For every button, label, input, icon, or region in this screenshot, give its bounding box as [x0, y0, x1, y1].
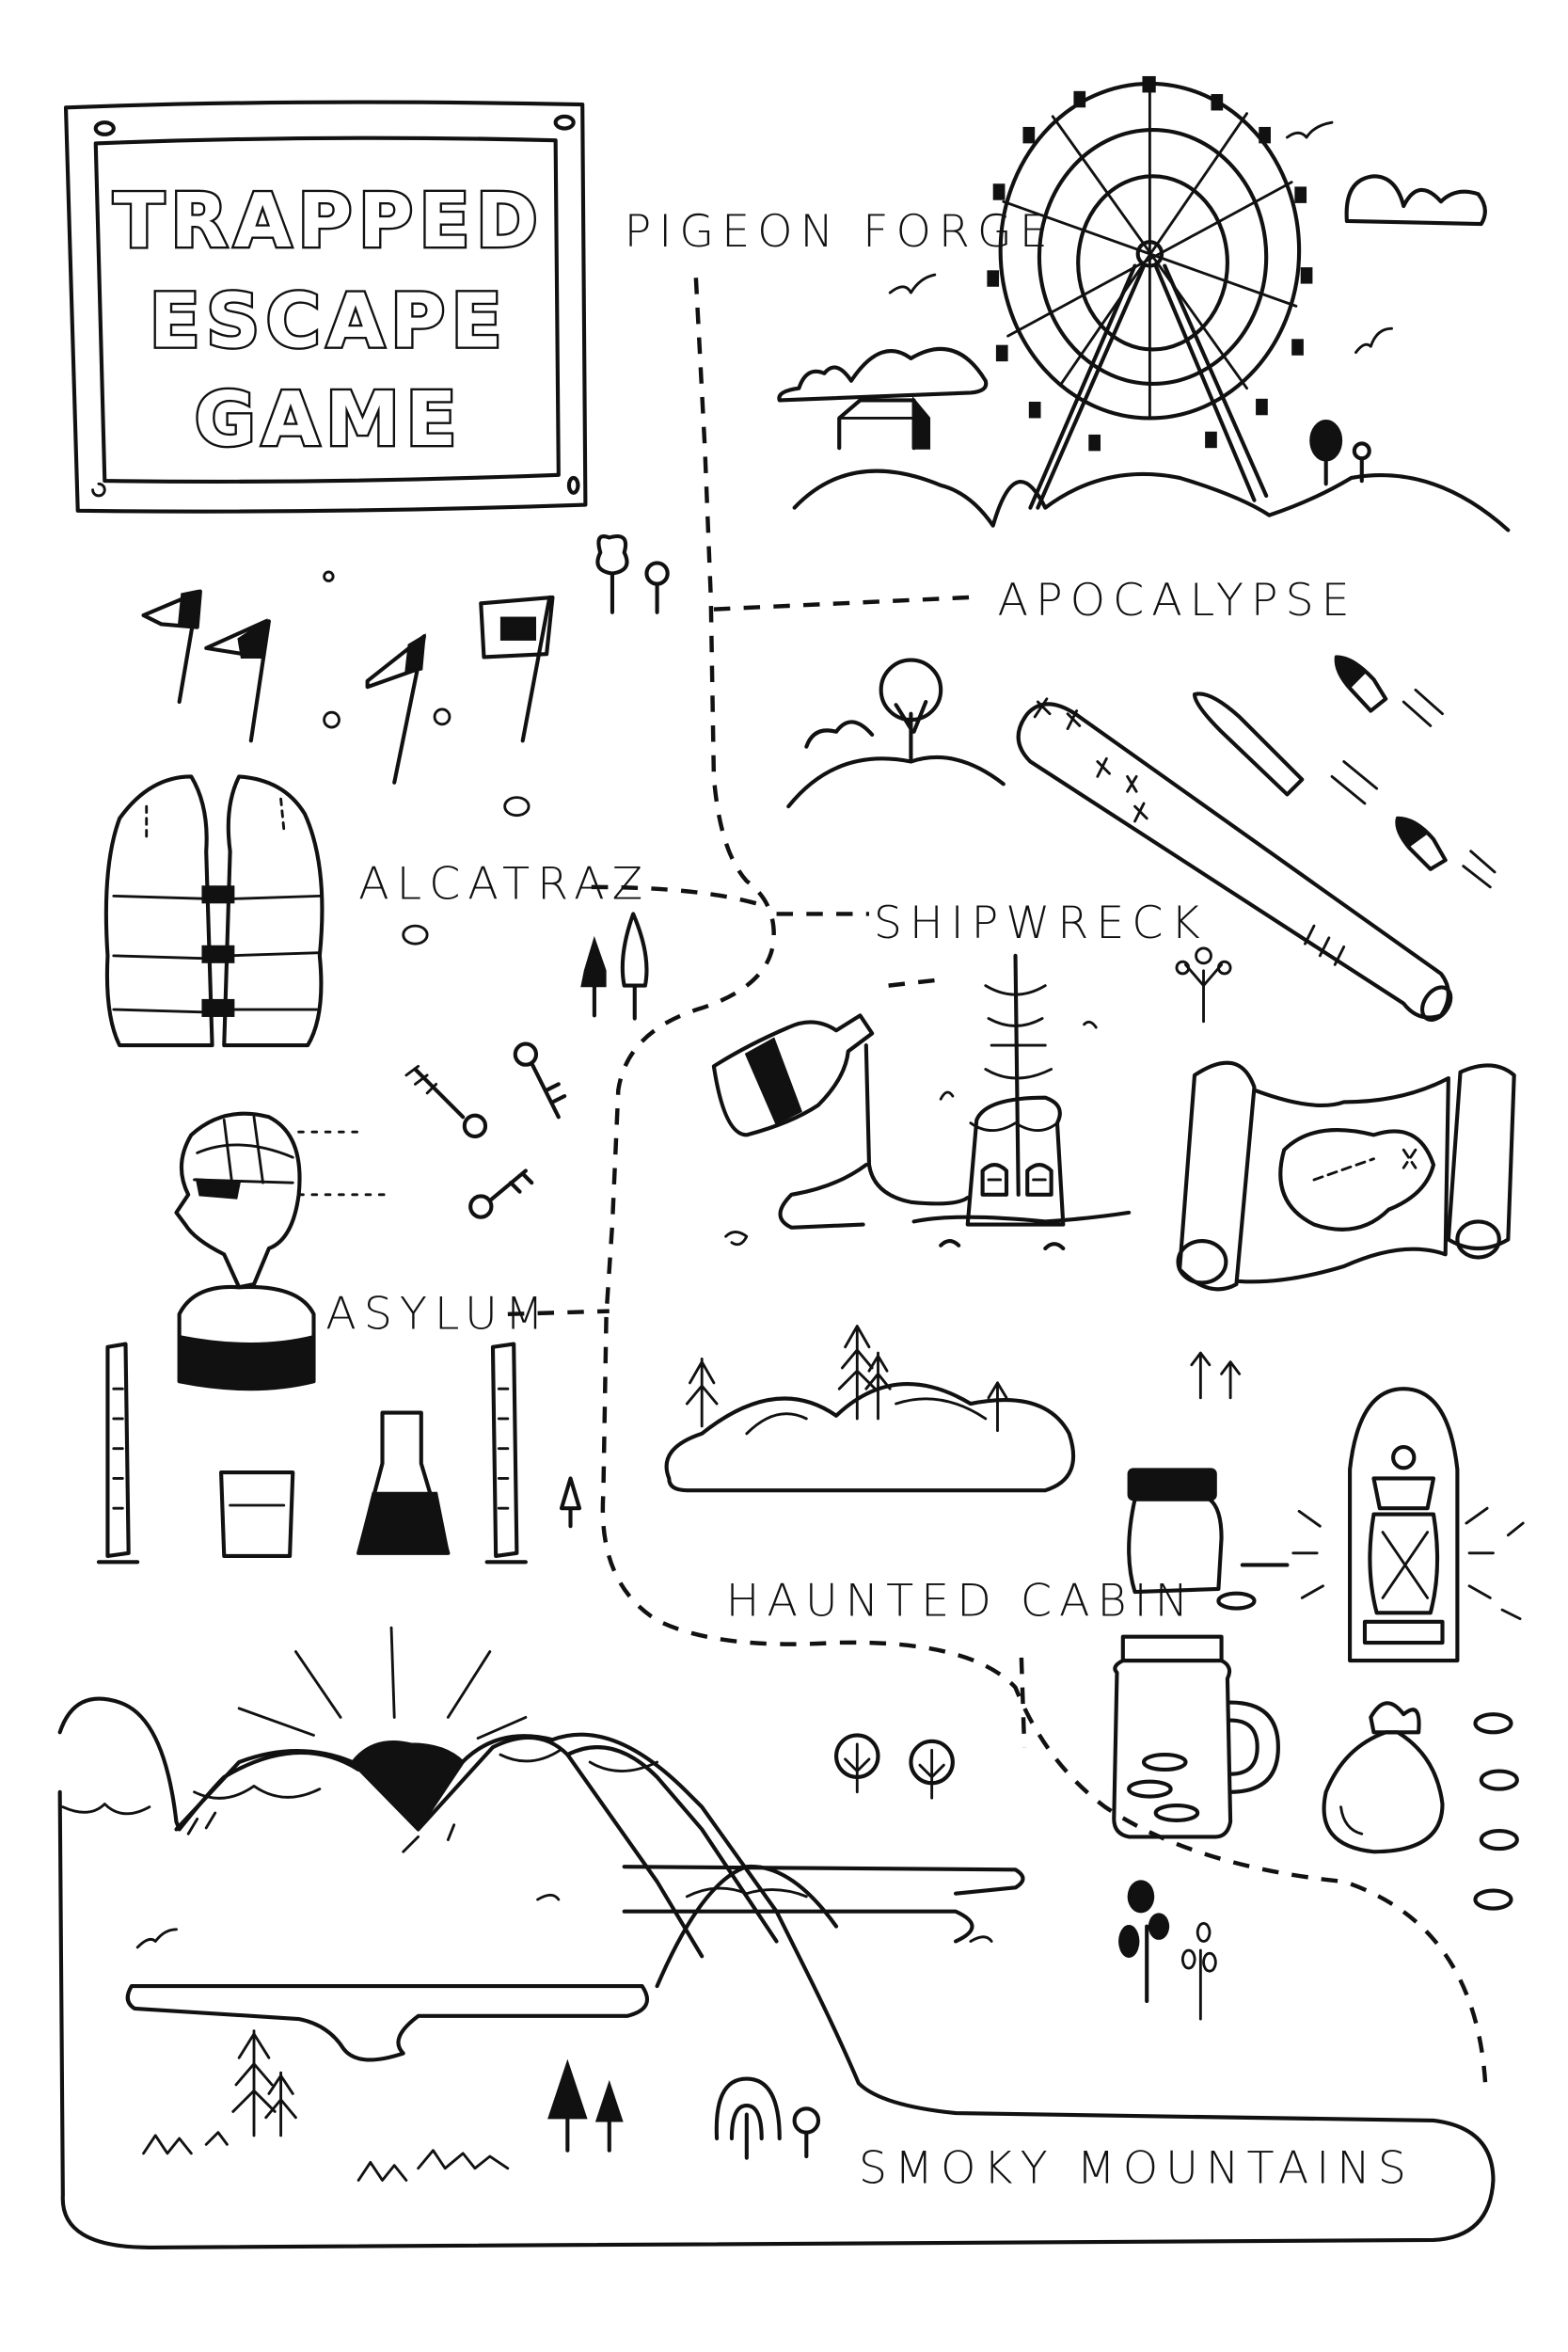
- flag-icon: [141, 570, 555, 946]
- pigeon-forge-area: PIGEON FORGE: [625, 75, 1511, 532]
- cloud-icon: [777, 346, 989, 403]
- jar-icon: [1127, 1468, 1290, 1611]
- apocalypse-area: APOCALYPSE: [786, 575, 1497, 1024]
- grass: [142, 2131, 510, 2182]
- tree-icon: [595, 533, 670, 614]
- landmass: [57, 1696, 1496, 2249]
- bird-icon: [1354, 326, 1393, 355]
- ship-icon: [911, 953, 1132, 1251]
- bird-icon: [135, 1928, 178, 1949]
- money-bag-icon: [1322, 1701, 1445, 1854]
- pine-tree-icon: [231, 2029, 821, 2160]
- hills: [792, 469, 1511, 532]
- title-sign: TRAPPED ESCAPE GAME: [63, 100, 588, 514]
- key-icon: [404, 1041, 567, 1219]
- pine-tree-icon: [559, 1476, 582, 1529]
- test-tube-icon: [96, 1342, 528, 1565]
- title-line-1: TRAPPED: [114, 177, 545, 264]
- river: [622, 1865, 1025, 1944]
- lantern-icon: [1291, 1387, 1525, 1663]
- smoky-mountains-area: SMOKY MOUNTAINS: [57, 1626, 1496, 2249]
- bird-icon: [969, 1935, 993, 1943]
- label-apocalypse: APOCALYPSE: [997, 575, 1356, 627]
- label-haunted-cabin: HAUNTED CABIN: [726, 1575, 1196, 1627]
- bottle-icon: [711, 1013, 970, 1247]
- label-smoky-mountains: SMOKY MOUNTAINS: [859, 2143, 1414, 2195]
- sun-icon: [237, 1626, 528, 1832]
- house-icon: [837, 396, 931, 451]
- title-line-2: ESCAPE: [150, 277, 509, 364]
- beaker-icon: [219, 1470, 295, 1559]
- phrenology-head-icon: [174, 1111, 390, 1391]
- treasure-map-icon: [1176, 1060, 1516, 1292]
- tree-icon: [1309, 420, 1371, 486]
- label-asylum: ASYLUM: [325, 1289, 551, 1341]
- bird-icon: [1285, 120, 1334, 139]
- pine-tree-icon: [580, 912, 649, 1021]
- tree-icon: [1184, 962, 1224, 1024]
- lake-icon: [125, 1984, 649, 2062]
- title-line-3: GAME: [195, 375, 463, 463]
- spiked-bat-icon: [1016, 697, 1453, 1022]
- shipwreck-area: SHIPWRECK: [711, 898, 1516, 1292]
- bullet-icon: [1192, 655, 1497, 889]
- bird-icon: [536, 1893, 561, 1901]
- bird-icon: [888, 273, 937, 294]
- alcatraz-area: ALCATRAZ: [103, 570, 650, 1048]
- asylum-area: ASYLUM: [96, 1041, 582, 1565]
- route-path: [507, 278, 1488, 2091]
- life-vest-icon: [103, 774, 325, 1048]
- haunted-cabin-area: HAUNTED CABIN: [664, 1325, 1525, 2021]
- pine-tree-icon: [685, 1325, 1242, 1433]
- label-pigeon-forge: PIGEON FORGE: [625, 206, 1055, 258]
- cloud-icon: [1344, 174, 1487, 227]
- label-shipwreck: SHIPWRECK: [874, 898, 1208, 949]
- flask-icon: [356, 1410, 451, 1555]
- coin-icon: [1473, 1712, 1519, 1911]
- tree-icon: [833, 1733, 1217, 2021]
- ferris-wheel-icon: [987, 75, 1313, 510]
- mason-jar-icon: [1112, 1634, 1280, 1839]
- label-alcatraz: ALCATRAZ: [358, 859, 650, 911]
